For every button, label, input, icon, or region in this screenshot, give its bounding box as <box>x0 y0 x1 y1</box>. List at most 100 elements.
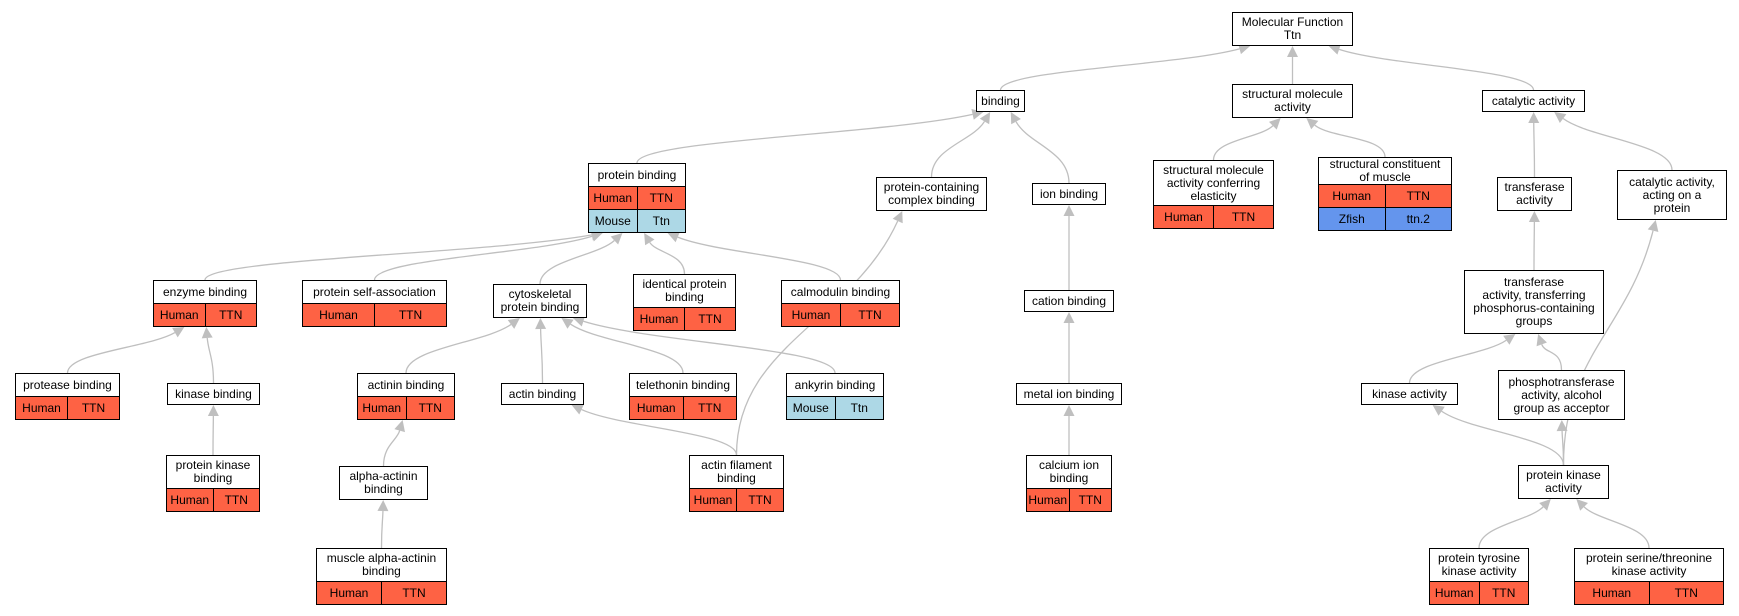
edge-line <box>677 236 842 281</box>
go-term-cation[interactable]: cation binding <box>1024 290 1114 312</box>
term-label-box: kinase activity <box>1361 383 1458 405</box>
go-term-complex-binding[interactable]: protein-containing complex binding <box>876 177 987 211</box>
go-term-alpha-actinin[interactable]: alpha-actinin binding <box>339 466 428 500</box>
go-term-catalytic-protein[interactable]: catalytic activity, acting on a protein <box>1617 170 1727 220</box>
gene-cell: TTN <box>736 489 783 511</box>
edge-line <box>66 332 176 374</box>
term-label: ankyrin binding <box>794 377 876 392</box>
go-term-cytoskeletal[interactable]: cytoskeletal protein binding <box>493 284 587 318</box>
term-label-box: transferase activity <box>1497 177 1572 211</box>
gene-cell: TTN <box>684 308 735 330</box>
edge-arrowhead <box>507 318 520 329</box>
edge-arrowhead <box>1238 43 1251 55</box>
term-label-box: structural molecule activity <box>1232 84 1353 118</box>
gene-cell: TTN <box>204 304 257 326</box>
edge-line <box>380 510 384 549</box>
gene-cell: TTN <box>212 489 260 511</box>
term-label: catalytic activity, acting on a protein <box>1629 174 1715 215</box>
edge-arrowhead <box>1287 46 1298 57</box>
edge-arrowhead <box>377 500 389 512</box>
term-label-box: structural molecule activity conferring … <box>1153 160 1274 206</box>
go-term-mf[interactable]: Molecular Function Ttn <box>1232 12 1353 46</box>
edge-arrowhead <box>1539 499 1551 511</box>
go-term-transferase-phospho[interactable]: transferase activity, transferring phosp… <box>1464 270 1604 334</box>
edge-arrowhead <box>979 112 991 125</box>
edge-line <box>1562 230 1654 466</box>
edge-line <box>649 241 686 275</box>
term-label: protein-containing complex binding <box>883 180 980 207</box>
go-term-actin[interactable]: actin binding <box>501 383 584 405</box>
term-label: cation binding <box>1031 293 1107 308</box>
term-label: protease binding <box>23 377 112 392</box>
edge-arrowhead <box>1268 118 1281 130</box>
species-cell: Zfish <box>1338 212 1365 226</box>
term-label: alpha-actinin binding <box>349 469 418 496</box>
edge-line <box>999 48 1240 91</box>
go-term-binding[interactable]: binding <box>976 90 1025 112</box>
term-label-box: enzyme binding <box>153 280 257 304</box>
edge-arrowhead <box>590 230 603 242</box>
go-term-serine-kinase[interactable]: protein serine/threonine kinase activity… <box>1574 548 1724 605</box>
edge-arrowhead <box>1063 205 1075 216</box>
edge-arrowhead <box>1576 499 1588 511</box>
edge-line <box>636 113 973 164</box>
go-term-kinase-activity[interactable]: kinase activity <box>1361 383 1458 405</box>
edge-arrowhead <box>1328 44 1341 55</box>
go-term-catalytic[interactable]: catalytic activity <box>1482 90 1585 112</box>
go-term-elasticity[interactable]: structural molecule activity conferring … <box>1153 160 1274 229</box>
annotation-row: Zfish ttn.2 <box>1318 208 1452 231</box>
term-label: metal ion binding <box>1023 386 1115 401</box>
go-term-protein-kinase-activity[interactable]: protein kinase activity <box>1518 465 1609 499</box>
species-cell: Human <box>791 308 831 322</box>
go-term-ion-binding[interactable]: ion binding <box>1032 183 1106 205</box>
species-cell: Human <box>1434 586 1474 600</box>
term-label-box: catalytic activity <box>1482 90 1585 112</box>
go-term-metal-ion[interactable]: metal ion binding <box>1016 383 1122 405</box>
gene-cell: TTN <box>405 397 455 419</box>
term-label: protein serine/threonine kinase activity <box>1585 551 1713 578</box>
gene-cell: TTN <box>67 397 119 419</box>
gene-cell: TTN <box>682 397 737 419</box>
term-label: cytoskeletal protein binding <box>500 287 580 314</box>
term-label-box: protein binding <box>588 163 686 187</box>
species-cell: Human <box>639 312 679 326</box>
term-label-box: cytoskeletal protein binding <box>493 284 587 318</box>
species-cell: Human <box>1592 586 1632 600</box>
edge-line <box>1338 48 1535 91</box>
term-label-box: protein self-association <box>302 280 447 304</box>
go-term-kinase-binding[interactable]: kinase binding <box>167 383 260 405</box>
go-term-structural[interactable]: structural molecule activity <box>1232 84 1353 118</box>
edge-line <box>735 220 899 456</box>
edge-arrowhead <box>610 233 623 245</box>
go-term-phosphotransferase[interactable]: phosphotransferase activity, alcohol gro… <box>1498 370 1625 420</box>
edge-line <box>1478 506 1544 549</box>
edge-arrowhead <box>1536 334 1547 347</box>
edge-arrowhead <box>1647 220 1659 233</box>
gene-cell: ttn.2 <box>1384 208 1452 230</box>
term-label: protein kinase activity <box>1526 468 1601 495</box>
species-cell: Mouse <box>594 214 631 228</box>
term-label-box: protein tyrosine kinase activity <box>1429 548 1529 582</box>
species-cell: Human <box>636 401 676 415</box>
gene-cell: TTN <box>840 304 899 326</box>
go-term-transferase[interactable]: transferase activity <box>1497 177 1572 211</box>
